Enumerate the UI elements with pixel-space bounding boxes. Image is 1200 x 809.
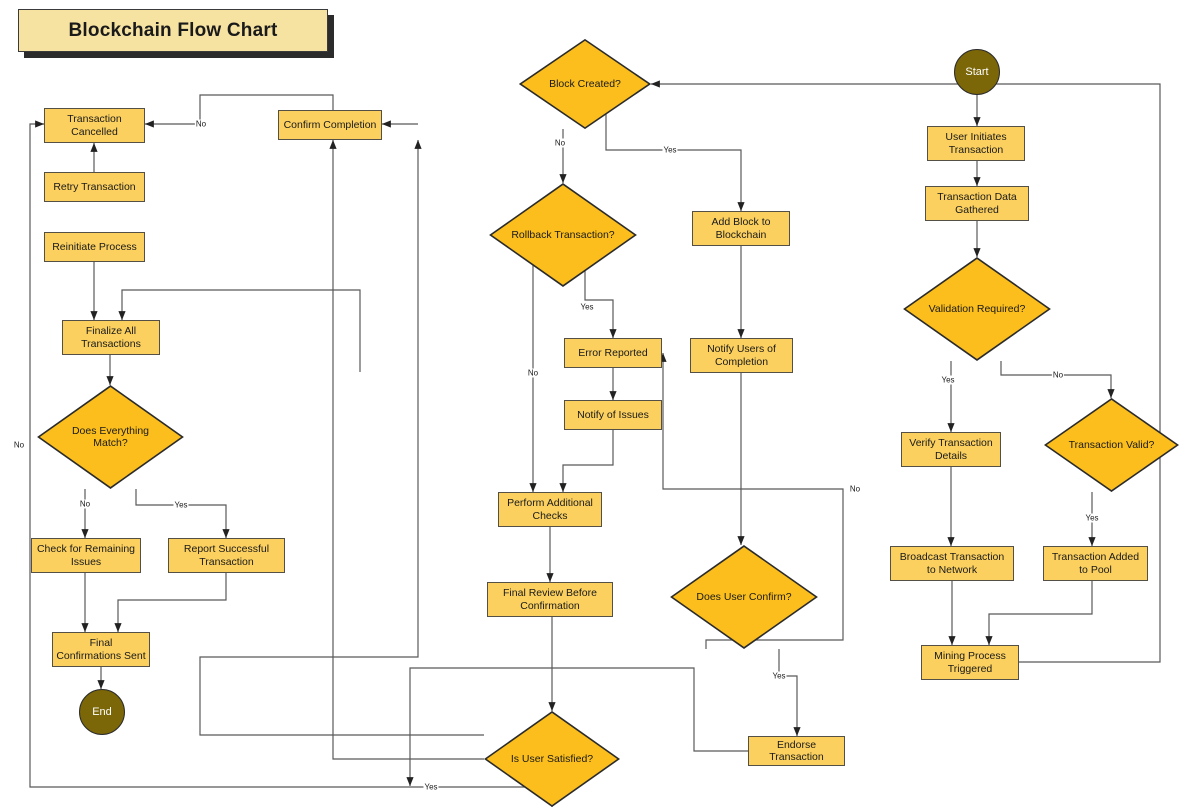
node-label-transaction-cancelled: Transaction Cancelled bbox=[67, 113, 122, 138]
node-label-is-user-satisfied: Is User Satisfied? bbox=[510, 752, 594, 765]
node-label-final-confirmations-sent: Final Confirmations Sent bbox=[56, 637, 146, 662]
node-transaction-data-gathered[interactable]: Transaction Data Gathered bbox=[925, 186, 1029, 221]
node-does-everything-match[interactable]: Does Everything Match? bbox=[37, 385, 184, 489]
node-label-endorse-transaction: Endorse Transaction bbox=[769, 738, 824, 763]
node-notify-of-issues[interactable]: Notify of Issues bbox=[564, 400, 662, 430]
node-endorse-transaction[interactable]: Endorse Transaction bbox=[748, 736, 845, 766]
edge-label-yes-is-user-satisfied: Yes bbox=[423, 782, 439, 792]
node-label-transaction-valid: Transaction Valid? bbox=[1068, 438, 1155, 451]
chart-title-banner: Blockchain Flow Chart bbox=[18, 9, 328, 52]
node-label-mining-process-triggered: Mining Process Triggered bbox=[934, 650, 1006, 675]
edge-label-no-cancel-top: No bbox=[194, 119, 208, 129]
node-label-broadcast-transaction-to-network: Broadcast Transaction to Network bbox=[899, 551, 1005, 576]
node-label-retry-transaction: Retry Transaction bbox=[53, 180, 136, 193]
node-final-review-before-confirmation[interactable]: Final Review Before Confirmation bbox=[487, 582, 613, 617]
diamond-shape bbox=[1044, 398, 1179, 492]
node-label-notify-users-of-completion: Notify Users of Completion bbox=[707, 343, 776, 368]
node-label-start: Start bbox=[965, 65, 989, 78]
node-label-transaction-data-gathered: Transaction Data Gathered bbox=[937, 191, 1017, 216]
node-report-successful-transaction[interactable]: Report Successful Transaction bbox=[168, 538, 285, 573]
node-start[interactable]: Start bbox=[954, 49, 1000, 95]
edge-label-no-rollback: No bbox=[526, 368, 540, 378]
node-error-reported[interactable]: Error Reported bbox=[564, 338, 662, 368]
edge-validation-no-to-transaction-valid bbox=[1000, 361, 1115, 399]
node-label-reinitiate-process: Reinitiate Process bbox=[52, 240, 137, 253]
node-transaction-added-to-pool[interactable]: Transaction Added to Pool bbox=[1043, 546, 1148, 581]
node-end[interactable]: End bbox=[79, 689, 125, 735]
diamond-shape bbox=[489, 183, 637, 287]
node-label-report-successful-transaction: Report Successful Transaction bbox=[183, 543, 270, 568]
node-label-perform-additional-checks: Perform Additional Checks bbox=[507, 497, 593, 522]
node-label-end: End bbox=[92, 705, 112, 718]
node-label-user-initiates-transaction: User Initiates Transaction bbox=[945, 131, 1007, 156]
node-label-block-created: Block Created? bbox=[549, 77, 621, 90]
node-rollback-transaction[interactable]: Rollback Transaction? bbox=[489, 183, 637, 287]
edge-match-yes-to-report bbox=[135, 489, 230, 539]
node-label-notify-of-issues: Notify of Issues bbox=[577, 408, 649, 421]
node-finalize-all-transactions[interactable]: Finalize All Transactions bbox=[62, 320, 160, 355]
edge-label-yes-does-user-confirm: Yes bbox=[771, 671, 787, 681]
edge-label-yes-block-created: Yes bbox=[662, 145, 678, 155]
node-label-confirm-completion: Confirm Completion bbox=[283, 118, 377, 131]
diamond-shape bbox=[37, 385, 184, 489]
edge-label-yes-transaction-valid: Yes bbox=[1084, 513, 1100, 523]
edge-report-to-final-conf bbox=[114, 573, 227, 633]
diamond-shape bbox=[519, 39, 651, 129]
edge-notify-issues-to-perform-checks bbox=[559, 430, 614, 493]
edge-label-no-validation: No bbox=[1051, 370, 1065, 380]
node-label-finalize-all-transactions: Finalize All Transactions bbox=[81, 325, 141, 350]
node-transaction-valid[interactable]: Transaction Valid? bbox=[1044, 398, 1179, 492]
node-transaction-cancelled[interactable]: Transaction Cancelled bbox=[44, 108, 145, 143]
edge-is-user-satisfied-to-confirm bbox=[329, 139, 484, 760]
edge-label-yes-rollback: Yes bbox=[579, 302, 595, 312]
edge-label-yes-validation: Yes bbox=[940, 375, 956, 385]
node-label-verify-transaction-details: Verify Transaction Details bbox=[909, 437, 993, 462]
node-label-transaction-added-to-pool: Transaction Added to Pool bbox=[1051, 551, 1140, 576]
node-perform-additional-checks[interactable]: Perform Additional Checks bbox=[498, 492, 602, 527]
node-retry-transaction[interactable]: Retry Transaction bbox=[44, 172, 145, 202]
node-label-rollback-transaction: Rollback Transaction? bbox=[511, 228, 615, 241]
node-check-for-remaining-issues[interactable]: Check for Remaining Issues bbox=[31, 538, 141, 573]
diamond-shape bbox=[484, 711, 620, 807]
node-reinitiate-process[interactable]: Reinitiate Process bbox=[44, 232, 145, 262]
node-validation-required[interactable]: Validation Required? bbox=[903, 257, 1051, 361]
edge-satisfied-left-branch bbox=[199, 139, 484, 736]
node-broadcast-transaction-to-network[interactable]: Broadcast Transaction to Network bbox=[890, 546, 1014, 581]
node-label-error-reported: Error Reported bbox=[578, 346, 648, 359]
edge-does-user-confirm-yes-to-endorse bbox=[778, 649, 801, 737]
edge-label-no-does-user-confirm: No bbox=[848, 484, 862, 494]
node-verify-transaction-details[interactable]: Verify Transaction Details bbox=[901, 432, 1001, 467]
diamond-shape bbox=[670, 545, 818, 649]
page-title: Blockchain Flow Chart bbox=[68, 19, 278, 41]
node-mining-process-triggered[interactable]: Mining Process Triggered bbox=[921, 645, 1019, 680]
node-add-block-to-blockchain[interactable]: Add Block to Blockchain bbox=[692, 211, 790, 246]
node-label-add-block-to-blockchain: Add Block to Blockchain bbox=[711, 216, 771, 241]
node-label-final-review-before-confirmation: Final Review Before Confirmation bbox=[503, 587, 597, 612]
node-user-initiates-transaction[interactable]: User Initiates Transaction bbox=[927, 126, 1025, 161]
node-block-created[interactable]: Block Created? bbox=[519, 39, 651, 129]
node-final-confirmations-sent[interactable]: Final Confirmations Sent bbox=[52, 632, 150, 667]
node-label-does-everything-match: Does Everything Match? bbox=[71, 424, 150, 449]
node-label-does-user-confirm: Does User Confirm? bbox=[696, 590, 792, 603]
node-notify-users-of-completion[interactable]: Notify Users of Completion bbox=[690, 338, 793, 373]
node-label-validation-required: Validation Required? bbox=[928, 302, 1026, 315]
node-is-user-satisfied[interactable]: Is User Satisfied? bbox=[484, 711, 620, 807]
edge-label-yes-match: Yes bbox=[173, 500, 189, 510]
edge-label-no-block-created: No bbox=[553, 138, 567, 148]
node-label-check-for-remaining-issues: Check for Remaining Issues bbox=[36, 543, 136, 568]
node-does-user-confirm[interactable]: Does User Confirm? bbox=[670, 545, 818, 649]
node-confirm-completion[interactable]: Confirm Completion bbox=[278, 110, 382, 140]
diamond-shape bbox=[903, 257, 1051, 361]
edge-pool-to-mining bbox=[985, 581, 1093, 646]
edge-label-no-match: No bbox=[78, 499, 92, 509]
edge-label-no-left-outer: No bbox=[12, 440, 26, 450]
